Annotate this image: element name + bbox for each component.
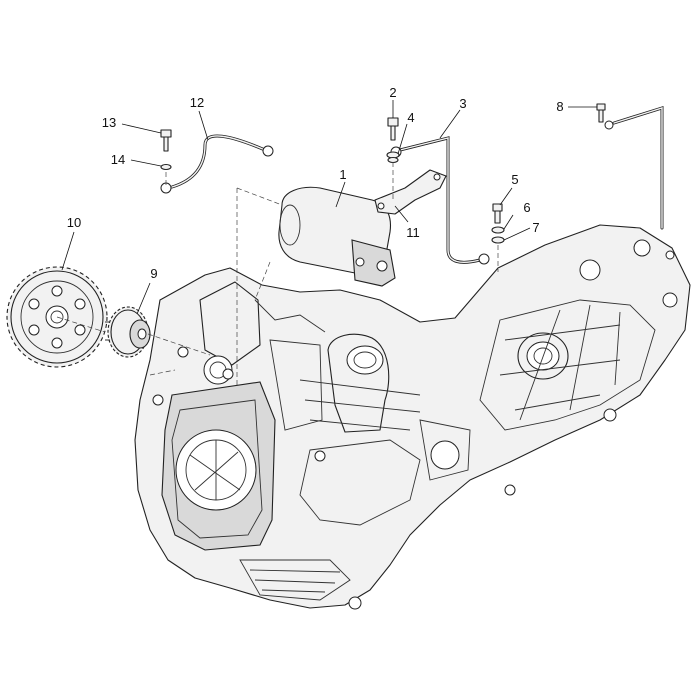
leader-lines [61, 100, 597, 315]
bolt-8 [596, 103, 606, 123]
washer-14 [160, 163, 172, 171]
cable-12 [160, 134, 274, 194]
callout-14: 14 [111, 152, 125, 167]
bracket-11 [374, 169, 447, 215]
callout-10: 10 [67, 215, 81, 230]
starter-motor [278, 186, 396, 287]
callout-2: 2 [389, 85, 396, 100]
callout-13: 13 [102, 115, 116, 130]
callout-12: 12 [190, 95, 204, 110]
callout-1: 1 [339, 167, 346, 182]
callout-labels: 1 2 3 4 5 6 7 8 9 10 11 12 13 14 [67, 85, 564, 281]
callout-11: 11 [406, 225, 420, 240]
washer-4 [386, 151, 400, 164]
bolt-13 [160, 129, 172, 152]
callout-3: 3 [459, 96, 466, 111]
assembly-lines [56, 162, 499, 385]
gear-9 [105, 306, 151, 358]
callout-7: 7 [532, 220, 539, 235]
callout-5: 5 [511, 172, 518, 187]
callout-8: 8 [556, 99, 563, 114]
callout-4: 4 [407, 110, 414, 125]
bolt-5 [492, 203, 503, 224]
bolt-2 [387, 117, 399, 141]
washer-6-7 [491, 226, 505, 244]
callout-6: 6 [523, 200, 530, 215]
callout-9: 9 [150, 266, 157, 281]
crankcase [134, 224, 691, 610]
cable-8 [604, 105, 664, 230]
